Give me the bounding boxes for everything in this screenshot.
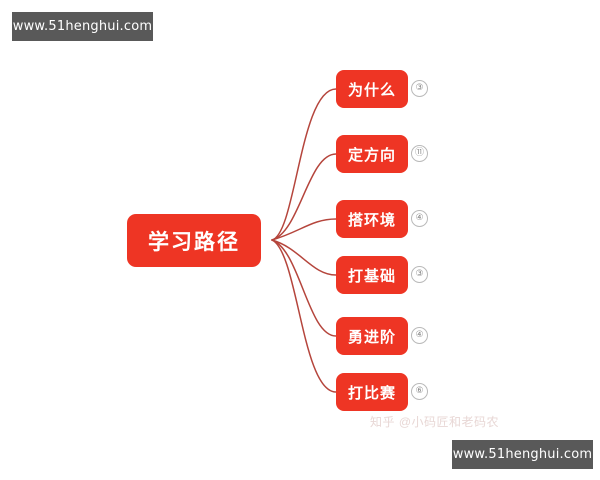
mindmap-node-why[interactable]: 为什么 <box>336 70 408 108</box>
mindmap-root-node[interactable]: 学习路径 <box>127 214 261 267</box>
connector-to-child-4 <box>271 239 337 337</box>
node-count-badge[interactable]: ④ <box>411 210 428 227</box>
mindmap-root-label: 学习路径 <box>148 230 240 254</box>
node-count-badge[interactable]: ⑪ <box>411 145 428 162</box>
mindmap-node-label: 勇进阶 <box>347 328 396 346</box>
mindmap-node-label: 搭环境 <box>347 211 396 229</box>
mindmap-node-competition[interactable]: 打比赛 <box>336 373 408 411</box>
mindmap-node-label: 定方向 <box>347 146 396 164</box>
watermark-top: www.51henghui.com <box>12 12 153 41</box>
mindmap-node-label: 打比赛 <box>347 384 396 402</box>
watermark-bottom: www.51henghui.com <box>452 440 593 469</box>
node-count-badge[interactable]: ③ <box>411 80 428 97</box>
node-count-badge[interactable]: ⑥ <box>411 383 428 400</box>
connector-to-child-2 <box>271 218 337 241</box>
connector-to-child-5 <box>271 239 337 393</box>
mindmap-node-label: 打基础 <box>347 267 396 285</box>
mindmap-node-direction[interactable]: 定方向 <box>336 135 408 173</box>
mindmap-node-environment[interactable]: 搭环境 <box>336 200 408 238</box>
connector-to-child-0 <box>271 88 337 241</box>
connector-to-child-3 <box>271 239 337 276</box>
mindmap-node-label: 为什么 <box>347 81 396 99</box>
connector-to-child-1 <box>271 153 337 241</box>
node-count-badge[interactable]: ④ <box>411 327 428 344</box>
watermark-zhihu: 知乎 @小码匠和老码农 <box>370 415 500 429</box>
mindmap-node-advance[interactable]: 勇进阶 <box>336 317 408 355</box>
node-count-badge[interactable]: ③ <box>411 266 428 283</box>
mindmap-node-foundation[interactable]: 打基础 <box>336 256 408 294</box>
